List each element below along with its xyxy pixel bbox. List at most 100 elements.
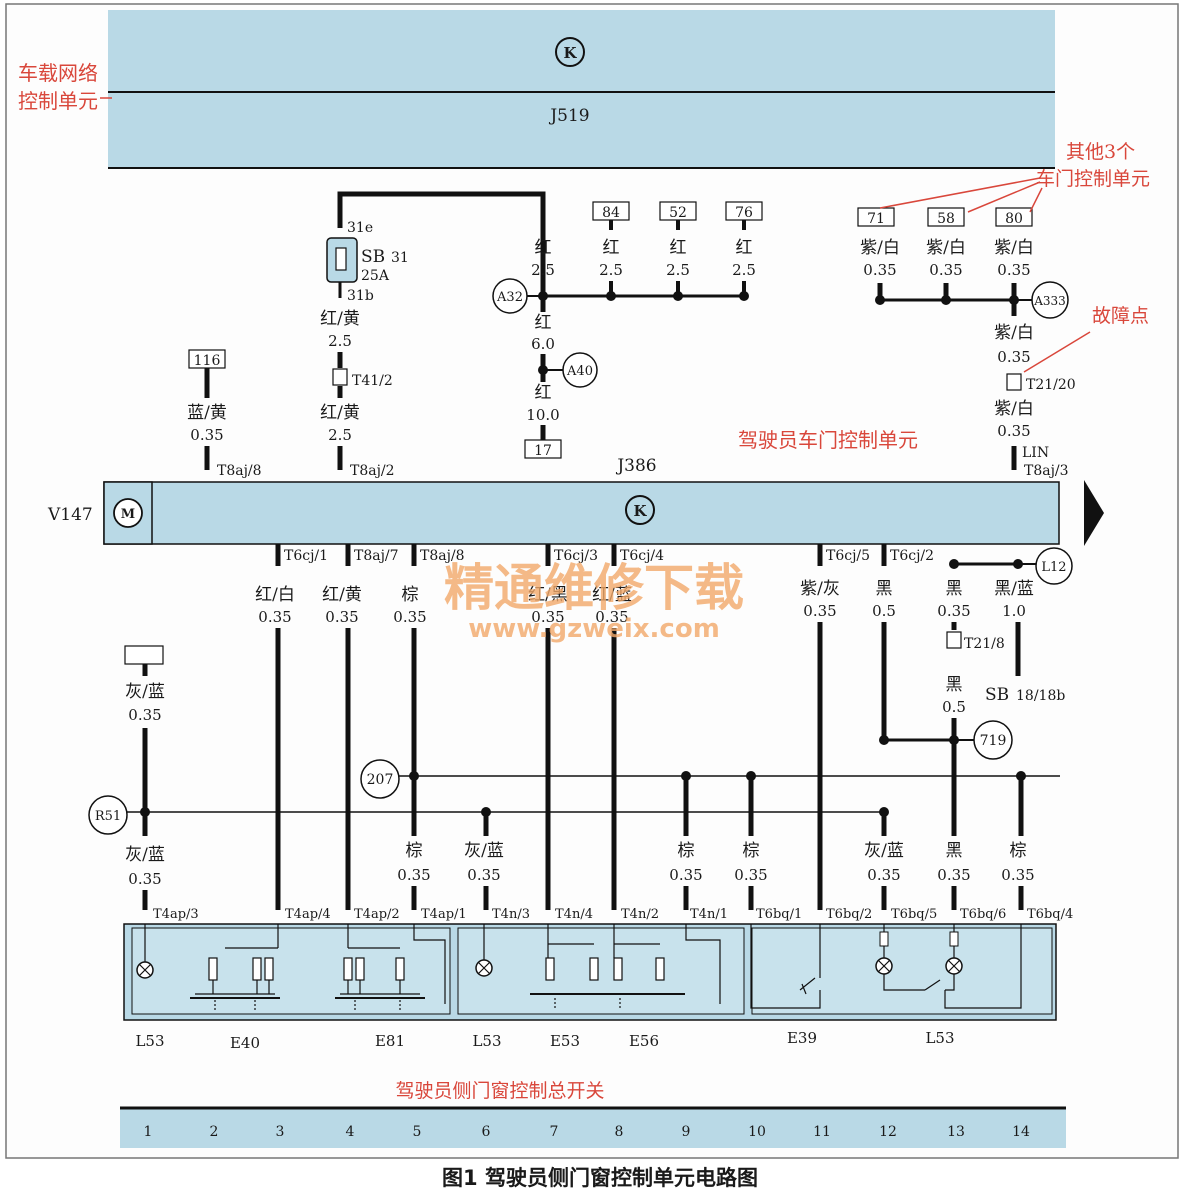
wire-label: 红/白 bbox=[255, 585, 295, 605]
pin-label: T6bq/5 bbox=[891, 907, 937, 922]
wire-size: 0.5 bbox=[942, 698, 966, 716]
node-r51 bbox=[88, 795, 128, 835]
v147-label: V147 bbox=[47, 505, 93, 525]
wire-size: 0.35 bbox=[190, 426, 223, 444]
column-number: 5 bbox=[413, 1124, 422, 1140]
pin-label: T6bq/6 bbox=[960, 907, 1006, 922]
k-symbol-letter: K bbox=[633, 502, 647, 520]
middle-wires: 红/白 0.35 红/黄 0.35 棕 0.35 红/黑 0.35 红/蓝 0.… bbox=[88, 547, 1073, 910]
lamp-cross bbox=[138, 963, 152, 977]
wire-size: 10.0 bbox=[526, 406, 559, 424]
wire-label: 红 bbox=[670, 238, 687, 258]
terminal-box bbox=[995, 207, 1033, 227]
pin-label: T4ap/2 bbox=[354, 907, 400, 922]
pin-label: T4ap/4 bbox=[285, 907, 331, 922]
sb18-number: 18/18b bbox=[1016, 688, 1065, 704]
wire-size: 0.35 bbox=[325, 608, 358, 626]
resistor-icon bbox=[879, 931, 889, 947]
lamp-cross bbox=[877, 959, 891, 973]
pin-label: T4ap/1 bbox=[421, 907, 467, 922]
wire-label: 黑 bbox=[946, 675, 963, 695]
wire-label: 紫/白 bbox=[994, 399, 1034, 419]
wire-size: 0.35 bbox=[128, 706, 161, 724]
connector-label: T21/8 bbox=[964, 636, 1005, 652]
pin-label: T8aj/7 bbox=[354, 548, 399, 564]
pin-label: T8aj/8 bbox=[420, 548, 465, 564]
column-number: 10 bbox=[748, 1124, 766, 1140]
column-number: 11 bbox=[813, 1124, 831, 1140]
wire-size: 0.35 bbox=[997, 422, 1030, 440]
driver-door-unit-label: 驾驶员车门控制单元 bbox=[738, 428, 918, 452]
k-symbol-icon bbox=[555, 37, 585, 67]
node-a32-label: A32 bbox=[496, 290, 523, 305]
component-e39: E39 bbox=[787, 1029, 817, 1047]
component-l53: L53 bbox=[135, 1032, 164, 1050]
node-719-label: 719 bbox=[980, 733, 1007, 749]
master-switch-label: 驾驶员侧门窗控制总开关 bbox=[395, 1080, 604, 1102]
wire-label: 黑 bbox=[946, 579, 963, 599]
wire-label: 黑 bbox=[876, 579, 893, 599]
pin-label: T8aj/8 bbox=[217, 463, 262, 479]
terminal-box bbox=[524, 439, 562, 459]
wire-label: 红/蓝 bbox=[592, 585, 632, 605]
continuation-arrow-icon bbox=[1084, 480, 1104, 546]
terminal-number: 58 bbox=[937, 211, 955, 227]
wire-label: 灰/蓝 bbox=[125, 845, 165, 865]
component-l53: L53 bbox=[925, 1029, 954, 1047]
wire-label: 黑 bbox=[946, 841, 963, 861]
pin-label: T8aj/2 bbox=[350, 463, 395, 479]
pin-label: T4n/2 bbox=[621, 907, 659, 922]
lin-label: LIN bbox=[1022, 445, 1049, 461]
k-symbol-icon bbox=[625, 495, 655, 525]
component-e81: E81 bbox=[375, 1032, 405, 1050]
wire-size: 0.35 bbox=[397, 866, 430, 884]
motor-v147-box bbox=[103, 481, 153, 545]
wire-size: 2.5 bbox=[599, 261, 623, 279]
wire-label: 黑/蓝 bbox=[994, 579, 1034, 599]
network-unit-label-2: 控制单元 bbox=[18, 89, 98, 113]
pin-label: T6bq/2 bbox=[826, 907, 872, 922]
wire-label: 红 bbox=[535, 238, 552, 258]
wire-size: 2.5 bbox=[328, 332, 352, 350]
wire-label: 红 bbox=[535, 313, 552, 333]
wire-size: 0.35 bbox=[128, 870, 161, 888]
other-doors-label-2: 车门控制单元 bbox=[1036, 168, 1150, 190]
node-a333-label: A333 bbox=[1033, 294, 1066, 308]
node-l12 bbox=[1035, 547, 1073, 585]
column-number: 1 bbox=[144, 1124, 153, 1140]
wire-size: 0.35 bbox=[929, 261, 962, 279]
splice-dot bbox=[941, 295, 951, 305]
column-number: 3 bbox=[276, 1124, 285, 1140]
terminal-number: 80 bbox=[1005, 211, 1023, 227]
fuse-feed-wire bbox=[337, 191, 546, 292]
splice-dot bbox=[875, 295, 885, 305]
wire-label: 紫/白 bbox=[926, 238, 966, 258]
k-symbol-letter: K bbox=[563, 44, 577, 62]
switch-subpanel bbox=[751, 927, 1053, 1015]
pin-label: T4n/1 bbox=[690, 907, 728, 922]
pin-label: T6bq/4 bbox=[1027, 907, 1073, 922]
other-doors-leader bbox=[1029, 187, 1043, 213]
wire-label: 红 bbox=[535, 383, 552, 403]
j386-label: J386 bbox=[615, 456, 656, 476]
fuse-in-pin: 31e bbox=[347, 220, 373, 236]
node-207-label: 207 bbox=[367, 772, 394, 788]
pin-label: T6cj/3 bbox=[554, 548, 598, 564]
wire-label: 红/黄 bbox=[322, 585, 362, 605]
column-number: 13 bbox=[947, 1124, 965, 1140]
annotations: 其他3个 车门控制单元 故障点 驾驶员车门控制单元 bbox=[738, 141, 1150, 452]
fuse-sb-label: SB bbox=[361, 247, 385, 267]
terminal-number: 71 bbox=[867, 211, 885, 227]
wire-label: 紫/灰 bbox=[800, 579, 840, 599]
fault-point-label: 故障点 bbox=[1092, 305, 1149, 327]
switch-l53-right bbox=[883, 924, 1022, 1009]
wire-size: 0.35 bbox=[467, 866, 500, 884]
wire-size: 0.35 bbox=[669, 866, 702, 884]
network-unit-label-1: 车载网络 bbox=[18, 61, 98, 85]
pin-label: T6cj/1 bbox=[284, 548, 328, 564]
terminal-number: 76 bbox=[735, 205, 753, 221]
wire-size: 2.5 bbox=[666, 261, 690, 279]
splice-dot bbox=[409, 771, 419, 781]
wire-label: 灰/蓝 bbox=[464, 841, 504, 861]
component-e56: E56 bbox=[629, 1032, 659, 1050]
